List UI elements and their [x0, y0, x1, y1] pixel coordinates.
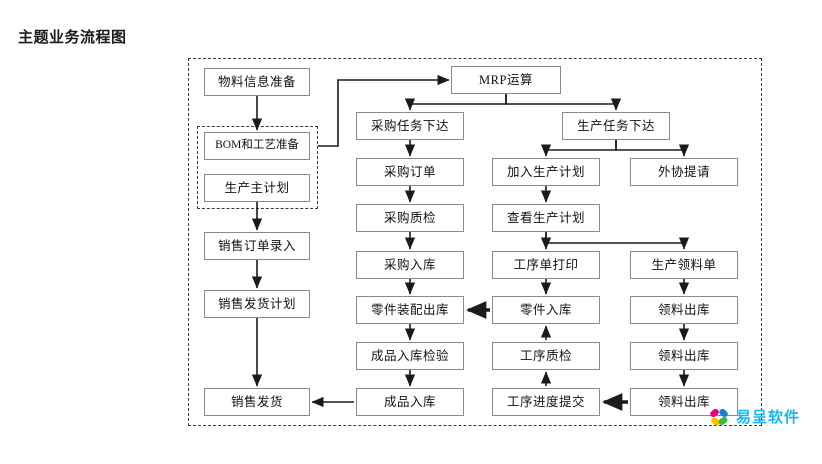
process-node[interactable]: 成品入库检验 [356, 342, 464, 370]
process-node-label: 工序进度提交 [506, 394, 585, 409]
petal-blue [719, 408, 728, 418]
process-node-label: 查看生产计划 [506, 210, 585, 225]
process-node[interactable]: 领料出库 [630, 388, 738, 416]
process-node[interactable]: 领料出库 [630, 296, 738, 324]
process-node-label: 零件装配出库 [370, 302, 449, 317]
process-node[interactable]: BOM和工艺准备 [204, 132, 310, 160]
process-node-label: MRP运算 [479, 72, 533, 87]
process-node-label: 领料出库 [657, 302, 710, 317]
process-node[interactable]: 物料信息准备 [204, 68, 310, 96]
process-node[interactable]: 生产主计划 [204, 174, 310, 202]
process-node[interactable]: 查看生产计划 [492, 204, 600, 232]
petal-yellow [711, 417, 720, 426]
process-node[interactable]: 采购入库 [356, 251, 464, 279]
process-node[interactable]: 加入生产计划 [492, 158, 600, 186]
page-title: 主题业务流程图 [18, 29, 127, 46]
process-node[interactable]: 销售发货计划 [204, 290, 310, 318]
process-node-label: BOM和工艺准备 [215, 139, 299, 152]
outer-frame [188, 58, 762, 426]
process-node[interactable]: 成品入库 [356, 388, 464, 416]
process-node-label: 外协提请 [657, 164, 710, 179]
process-node[interactable]: 生产领料单 [630, 251, 738, 279]
process-node[interactable]: 零件入库 [492, 296, 600, 324]
process-node[interactable]: 采购质检 [356, 204, 464, 232]
process-node-label: 生产领料单 [651, 257, 717, 272]
logo-petals-icon [710, 408, 728, 426]
process-node[interactable]: 领料出库 [630, 342, 738, 370]
process-node-label: 成品入库 [383, 394, 436, 409]
process-node-label: 工序质检 [519, 348, 572, 363]
process-node-label: 采购订单 [383, 164, 436, 179]
process-node-label: 领料出库 [657, 394, 710, 409]
process-node[interactable]: 采购任务下达 [356, 112, 464, 140]
process-node[interactable]: 零件装配出库 [356, 296, 464, 324]
process-node-label: 采购入库 [383, 257, 436, 272]
process-node-label: 生产主计划 [224, 180, 290, 195]
process-node[interactable]: 工序进度提交 [492, 388, 600, 416]
brand-logo: 易呈软件 [706, 402, 818, 432]
process-node[interactable]: 销售发货 [204, 388, 310, 416]
process-node-label: 采购质检 [383, 210, 436, 225]
process-node[interactable]: 工序单打印 [492, 251, 600, 279]
petal-green [718, 417, 728, 425]
process-node-label: 销售发货 [230, 394, 283, 409]
process-node-label: 加入生产计划 [506, 164, 585, 179]
process-node-label: 零件入库 [519, 302, 572, 317]
process-node[interactable]: MRP运算 [451, 66, 561, 94]
process-node-label: 物料信息准备 [217, 74, 296, 89]
process-node[interactable]: 生产任务下达 [562, 112, 670, 140]
process-node-label: 销售发货计划 [217, 296, 296, 311]
process-node-label: 工序单打印 [513, 257, 579, 272]
process-node[interactable]: 外协提请 [630, 158, 738, 186]
process-node[interactable]: 销售订单录入 [204, 232, 310, 260]
logo-text: 易呈软件 [736, 409, 801, 426]
process-node-label: 销售订单录入 [217, 238, 296, 253]
process-node[interactable]: 采购订单 [356, 158, 464, 186]
petal-magenta [710, 408, 719, 418]
process-node[interactable]: 工序质检 [492, 342, 600, 370]
process-node-label: 领料出库 [657, 348, 710, 363]
process-node-label: 生产任务下达 [576, 118, 655, 133]
process-node-label: 采购任务下达 [370, 118, 449, 133]
process-node-label: 成品入库检验 [370, 348, 449, 363]
